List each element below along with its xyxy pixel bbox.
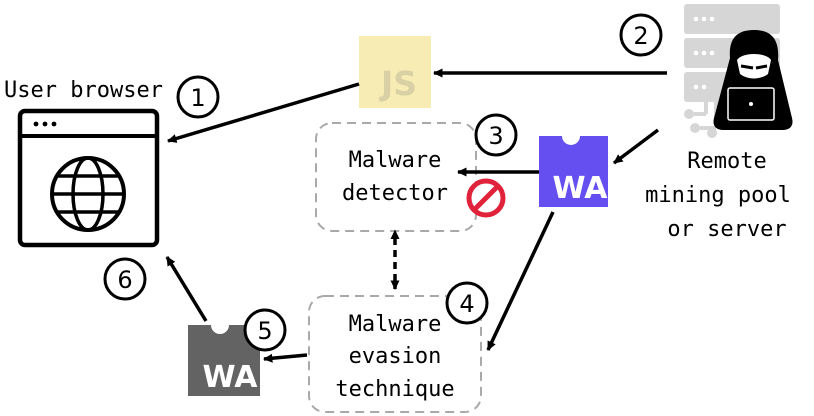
svg-text:or server: or server — [667, 217, 786, 242]
webassembly-gray-badge: WA — [188, 325, 260, 396]
js-badge-text: JS — [379, 64, 417, 103]
svg-text:4: 4 — [459, 290, 474, 318]
arrow-wa-to-browser — [165, 256, 208, 322]
malware-detector-label-1: Malware — [349, 148, 442, 173]
webassembly-purple-badge: WA — [539, 136, 608, 207]
evasion-label-1: Malware — [349, 312, 442, 337]
step-2-marker: 2 — [619, 13, 663, 57]
step-5-marker: 5 — [243, 308, 287, 352]
svg-text:5: 5 — [257, 317, 272, 345]
javascript-badge: JS — [359, 36, 431, 108]
svg-text:mining pool: mining pool — [645, 183, 791, 208]
wa-bottom-text: WA — [203, 360, 259, 395]
svg-text:1: 1 — [190, 84, 205, 112]
step-4-marker: 4 — [445, 281, 489, 325]
arrow-wa-to-evasion — [486, 211, 555, 351]
malware-detector-box — [315, 122, 477, 232]
svg-text:3: 3 — [488, 122, 503, 150]
step-1-marker: 1 — [176, 75, 220, 119]
wa-top-text: WA — [553, 171, 609, 206]
svg-text:2: 2 — [633, 22, 648, 50]
evasion-label-2: evasion — [349, 344, 442, 369]
arrow-js-to-browser — [167, 82, 360, 143]
arrow-server-to-wa — [612, 128, 660, 165]
evasion-label-3: technique — [335, 377, 454, 402]
malware-detector-label-2: detector — [342, 181, 448, 206]
step-6-marker: 6 — [103, 257, 147, 301]
svg-text:6: 6 — [117, 266, 132, 294]
svg-text:Remote: Remote — [687, 149, 766, 174]
no-entry-icon — [466, 178, 506, 218]
arrow-evasion-to-wa — [263, 353, 308, 363]
user-browser-label: User browser — [4, 78, 163, 103]
evasion-technique-box — [308, 295, 482, 413]
remote-mining-pool-label: Remote mining pool or server — [645, 149, 791, 242]
hooded-hacker-laptop-icon — [713, 30, 793, 130]
step-3-marker: 3 — [474, 113, 518, 157]
browser-window-globe-icon — [17, 108, 160, 248]
